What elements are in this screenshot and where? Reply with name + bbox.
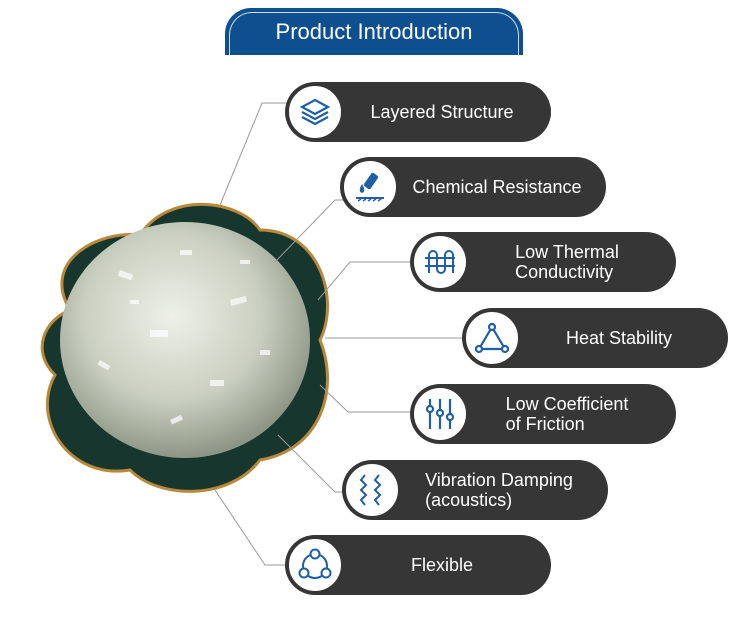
page-title: Product Introduction — [275, 19, 473, 44]
feature-heat-stability: Heat Stability — [462, 308, 728, 368]
header-border — [229, 12, 519, 55]
feature-label: Flexible — [410, 555, 474, 575]
cycle-nodes-icon — [287, 537, 343, 593]
feature-flexible: Flexible — [285, 535, 551, 595]
triangle-nodes-icon — [464, 310, 520, 366]
vibration-waves-icon — [344, 462, 400, 518]
feature-label: Layered Structure — [370, 102, 514, 122]
mica-flakes-bowl-image — [40, 202, 329, 493]
chemical-flask-icon — [342, 159, 398, 215]
section-header: Product Introduction — [225, 8, 523, 55]
feature-label: Vibration Damping(acoustics) — [425, 470, 573, 510]
layers-icon — [287, 84, 343, 140]
feature-label: Chemical Resistance — [412, 177, 582, 197]
sliders-icon — [412, 386, 468, 442]
thermal-coil-icon — [412, 234, 468, 290]
feature-label: Heat Stability — [565, 328, 673, 348]
feature-vibration-damping: Vibration Damping(acoustics) — [342, 460, 608, 520]
feature-chemical-resistance: Chemical Resistance — [340, 157, 606, 217]
feature-layered-structure: Layered Structure — [285, 82, 551, 142]
